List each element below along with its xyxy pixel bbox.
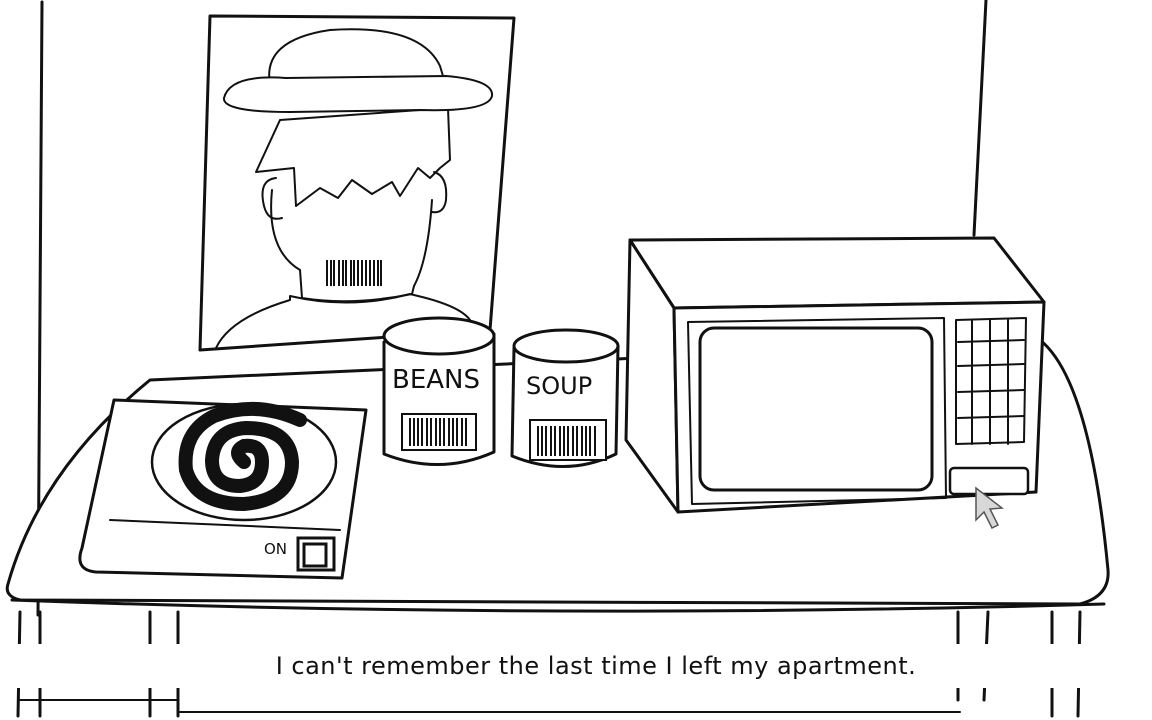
dialogue-text: I can't remember the last time I left my… [275, 652, 917, 680]
arrow-cursor-icon [975, 486, 1004, 530]
microwave-keypad[interactable] [955, 317, 1027, 445]
microwave-window [698, 326, 934, 492]
hot-plate[interactable]: ON [78, 398, 368, 580]
microwave[interactable] [624, 236, 1046, 514]
dialogue-box[interactable]: I can't remember the last time I left my… [0, 644, 1152, 688]
microwave-start-button[interactable] [948, 466, 1030, 496]
can-soup[interactable]: SOUP [510, 328, 620, 468]
switch-label: ON [264, 540, 287, 558]
burner-spiral [150, 401, 338, 522]
poster[interactable] [198, 14, 516, 352]
can-beans[interactable]: BEANS [382, 316, 496, 466]
neck-barcode [324, 258, 384, 288]
can-beans-label: BEANS [392, 365, 480, 395]
hotplate-switch[interactable]: ON [264, 536, 336, 572]
wall-right-line [972, 0, 988, 237]
can-soup-label: SOUP [526, 372, 592, 400]
